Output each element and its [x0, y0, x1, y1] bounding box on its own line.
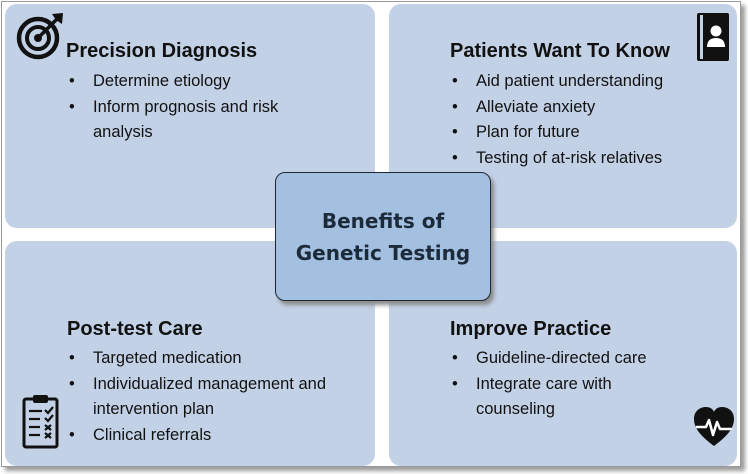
- list-item: Integrate care with counseling: [450, 372, 665, 423]
- list-item: Clinical referrals: [67, 423, 337, 449]
- precision-diagnosis-title: Precision Diagnosis: [66, 40, 258, 62]
- list-item: Determine etiology: [67, 69, 287, 95]
- list-item: Plan for future: [450, 120, 730, 146]
- list-item: Guideline-directed care: [450, 346, 665, 372]
- list-item: Aid patient understanding: [450, 69, 730, 95]
- center-title-box: Benefits of Genetic Testing: [275, 172, 491, 301]
- precision-diagnosis-list: Determine etiology Inform prognosis and …: [67, 69, 287, 146]
- list-item: Inform prognosis and risk analysis: [67, 95, 287, 146]
- contact-book-icon: [697, 13, 729, 61]
- center-title-line-2: Genetic Testing: [295, 240, 471, 265]
- improve-practice-title: Improve Practice: [450, 318, 612, 340]
- post-test-care-title: Post-test Care: [67, 318, 203, 340]
- list-item: Alleviate anxiety: [450, 95, 730, 121]
- heart-pulse-icon: [694, 407, 734, 446]
- clipboard-checklist-icon: [22, 395, 59, 449]
- list-item: Individualized management and interventi…: [67, 372, 337, 423]
- patients-want-to-know-title: Patients Want To Know: [450, 40, 670, 62]
- post-test-care-list: Targeted medication Individualized manag…: [67, 346, 337, 448]
- target-icon: [16, 13, 63, 60]
- center-title-line-1: Benefits of: [321, 208, 445, 233]
- list-item: Targeted medication: [67, 346, 337, 372]
- list-item: Testing of at-risk relatives: [450, 146, 730, 172]
- patients-want-to-know-list: Aid patient understanding Alleviate anxi…: [450, 69, 730, 171]
- improve-practice-list: Guideline-directed care Integrate care w…: [450, 346, 665, 423]
